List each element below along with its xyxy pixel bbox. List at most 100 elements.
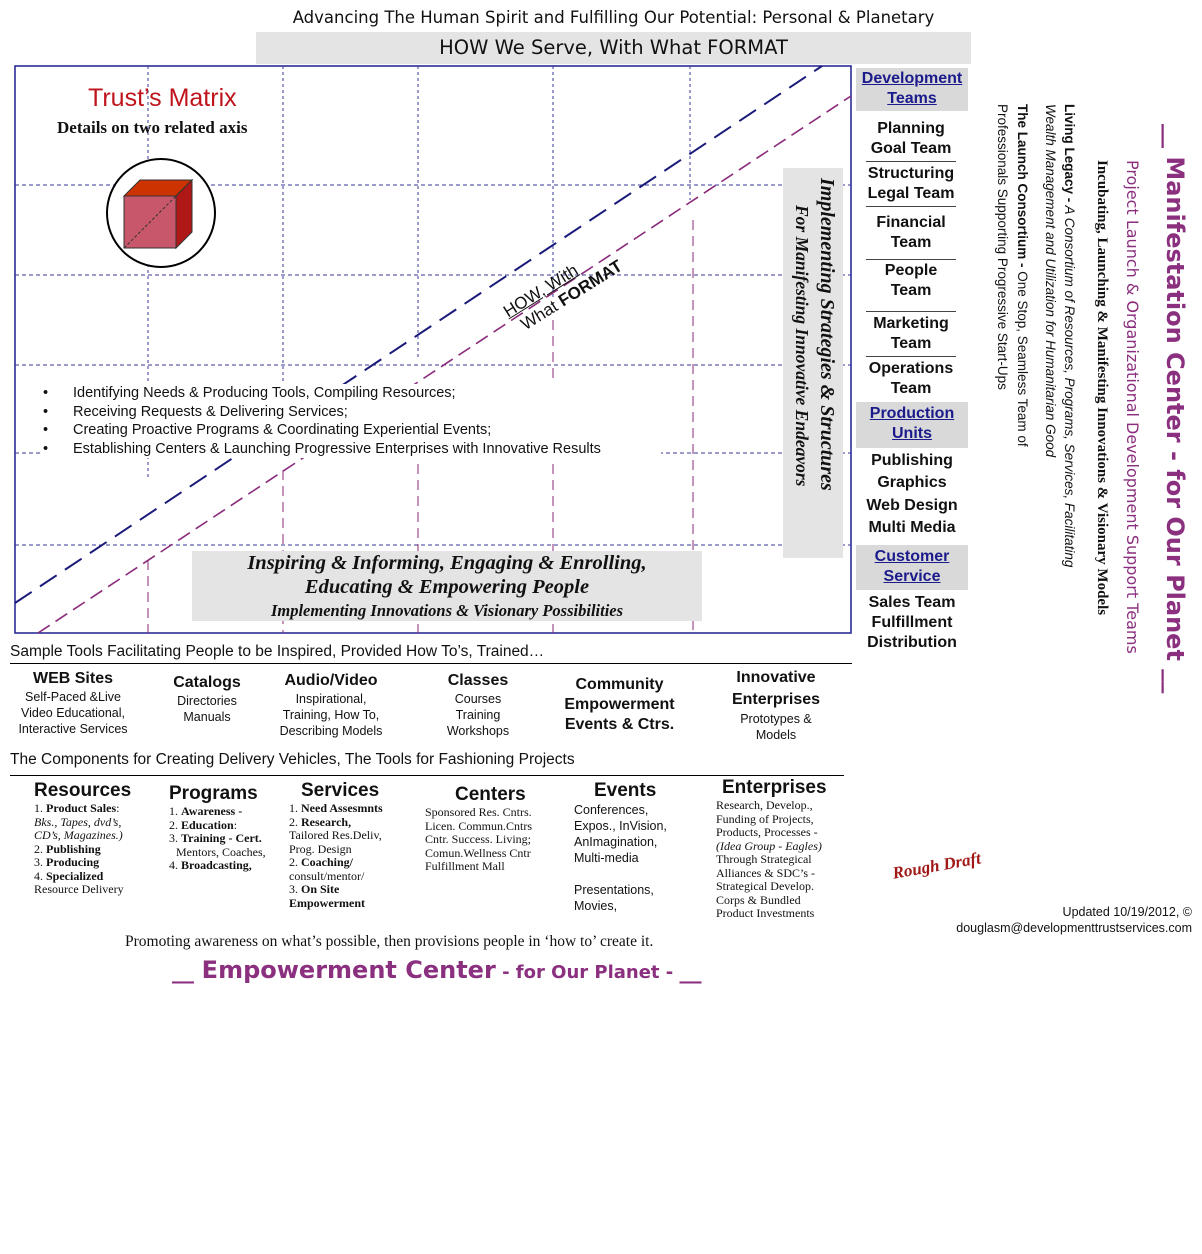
list-item: Identifying Needs & Producing Tools, Com… [41,384,661,403]
component-line: 3. Producing [34,855,100,869]
tool-line: Workshops [446,724,510,738]
tool-line: Manuals [183,710,231,724]
tool-line: Describing Models [279,724,383,738]
component-programs: Programs 1. Awareness - 2. Education: 3.… [169,783,289,873]
tool-audio-video: Audio/Video Inspirational, Training, How… [266,671,396,739]
component-title: Resources [34,780,132,801]
tools-heading: Sample Tools Facilitating People to be I… [10,643,545,660]
component-line: Corps & Bundled [716,892,801,907]
tool-line: Training, How To, [282,708,380,722]
component-line: Prog. Design [289,841,352,856]
component-events: Events Conferences, Expos., InVision, An… [574,780,704,914]
component-line: Comun.Wellness Cntr [425,845,531,860]
updated-date: Updated 10/19/2012, © [1062,905,1192,919]
component-line: 2. Research, [289,814,352,829]
component-line: Products, Processes - [716,825,818,839]
rough-draft-stamp: Rough Draft [891,848,983,883]
tool-classes: Classes Courses Training Workshops [418,671,538,739]
component-line: Expos., InVision, [574,819,667,833]
project-launch-text: Project Launch & Organizational Developm… [1123,160,1142,654]
bottom-empower-box: Inspiring & Informing, Engaging & Enroll… [192,551,702,621]
living-legacy-line2: Wealth Management and Utilization for Hu… [1043,104,1058,458]
cube-icon [106,158,216,268]
bottom-empower-line2: Educating & Empowering People [304,576,590,598]
matrix-subtitle: Details on two related axis [57,118,248,137]
tool-title: Innovative Enterprises [731,669,821,708]
list-item: Receiving Requests & Delivering Services… [41,403,661,422]
component-line: 4. Specialized [34,868,104,883]
component-line: CD’s, Magazines.) [34,828,123,842]
component-line: Research, Develop., [716,798,813,812]
component-line: Tailored Res.Deliv, [289,828,382,842]
component-line: Presentations, [574,883,654,897]
tool-line: Inspirational, [295,692,367,706]
team-item: Marketing Team [866,314,956,357]
launch-consortium-text: The Launch Consortium - One Stop, Seamle… [1015,104,1030,447]
component-line: Multi-media [574,851,639,865]
components-divider [10,775,844,776]
component-line: Movies, [574,899,618,913]
tool-title: Audio/Video [284,672,378,689]
team-item: People Team [866,261,956,312]
tool-line: Courses [454,692,502,706]
tools-divider [10,663,852,664]
tool-line: Self-Paced &Live [25,690,121,704]
top-banner: HOW We Serve, With What FORMAT [256,32,971,64]
grid-horizontal [15,184,851,546]
unit-item: Graphics [877,474,947,491]
service-item: Distribution [867,634,957,651]
tool-line: Directories [177,694,237,708]
component-title: Programs [169,783,258,804]
component-services: Services 1. Need Assesmnts 2. Research, … [289,780,419,910]
component-title: Enterprises [722,777,827,798]
production-units-header: Production Units [856,402,968,448]
bottom-empower-line3: Implementing Innovations & Visionary Pos… [270,601,624,620]
component-title: Services [301,780,380,801]
component-line: 3. On Site [289,882,340,896]
diagonal-navy [14,65,823,604]
component-line: 1. Awareness - [169,804,243,818]
component-line: 1. Product Sales: [34,801,120,815]
components-heading: The Components for Creating Delivery Veh… [10,751,575,768]
component-title: Events [594,780,657,801]
list-item: Establishing Centers & Launching Progres… [41,440,661,459]
component-line: Fulfillment Mall [425,859,505,873]
launch-consortium-line2: Professionals Supporting Progressive Sta… [995,104,1010,390]
component-line: Conferences, [574,803,649,817]
component-line: Product Investments [716,906,815,920]
tool-title: Catalogs [173,674,241,691]
component-line: Licen. Commun.Cntrs [425,818,532,833]
tool-community: Community Empowerment Events & Ctrs. [564,676,675,733]
component-title: Centers [455,784,526,805]
component-line: 2. Coaching/ [289,855,354,869]
component-line: Bks., Tapes, dvd’s, [34,814,122,829]
component-line: Strategical Develop. [716,879,814,893]
list-item: Creating Proactive Programs & Coordinati… [41,421,661,440]
tool-catalogs: Catalogs Directories Manuals [152,673,262,725]
tool-innovative: Innovative Enterprises Prototypes & Mode… [716,667,836,743]
diagonal-purple [37,95,852,634]
living-legacy-text: Living Legacy - A Consortium of Resource… [1062,104,1077,568]
component-line: 1. Need Assesmnts [289,801,383,815]
vertical-strategy-box [783,168,843,558]
component-line: Empowerment [289,895,365,910]
contact-email: douglasm@developmenttrustservices.com [956,921,1192,935]
dev-teams-header: Development Teams [856,68,968,111]
top-title: Advancing The Human Spirit and Fulfillin… [292,8,935,27]
promoting-text: Promoting awareness on what’s possible, … [125,933,654,950]
component-line: (Idea Group - Eagles) [716,838,822,853]
tool-line: Interactive Services [18,722,128,736]
service-item: Fulfillment [871,614,953,631]
component-line: Sponsored Res. Cntrs. [425,805,532,819]
component-line: Through Strategical [716,852,812,866]
vertical-strategy-line1: Implementing Strategies & Structures [816,178,838,491]
team-item: Planning Goal Team [866,119,956,162]
matrix-title: Trust’s Matrix [88,84,237,112]
component-line: consult/mentor/ [289,868,365,883]
team-item: Financial Team [866,213,956,260]
component-centers: Centers Sponsored Res. Cntrs. Licen. Com… [425,784,555,874]
component-enterprises: Enterprises Research, Develop., Funding … [716,777,846,921]
vertical-strategy-line2: For Manifesting Innovative Endeavors [792,205,812,487]
incubating-text: Incubating, Launching & Manifesting Inno… [1094,160,1110,616]
component-line: Mentors, Coaches, [176,844,266,859]
